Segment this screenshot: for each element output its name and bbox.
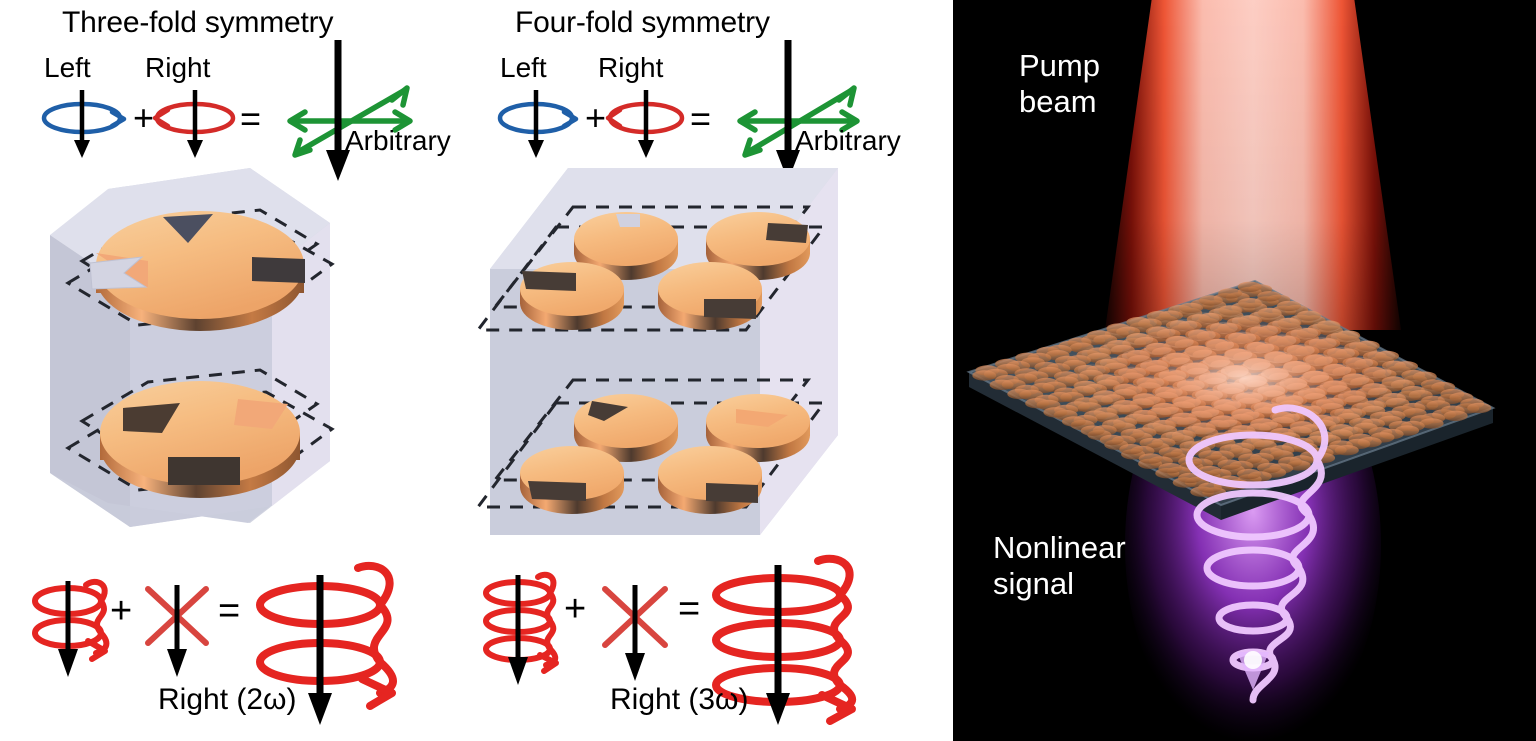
arbitrary-output-label: Arbitrary [345,125,451,156]
left-polarization-label: Left [44,52,91,83]
input-polarization-diagram: + = [41,40,413,181]
plus-operator-input: + [133,97,154,138]
propagation-arrow-large-helix-2 [766,565,790,725]
right-polarization-label-2: Right [598,52,664,83]
split-ring-disc-lower-front-right [658,446,762,514]
dashed-layer-frame-upper-2 [474,205,828,332]
three-fold-output-diagram: + = [32,561,397,725]
split-ring-disc-lower-back-right [706,394,810,462]
small-helix-3-turn [483,571,559,674]
propagation-arrow-small-helix-2 [508,575,528,685]
right-polarization-label: Right [145,52,211,83]
left-circular-icon [41,90,127,158]
signal-focus-spot [1244,651,1262,669]
equals-operator-output: = [218,590,240,632]
arbitrary-polarization-icon-2 [737,85,860,158]
trefoil-disc-upper [89,211,305,331]
split-ring-disc-lower-back-left [574,394,678,462]
plus-operator-input-2: + [585,97,606,138]
arbitrary-output-label-2: Arbitrary [795,125,901,156]
equals-operator-input-2: = [690,98,711,139]
panel-title-three-fold: Three-fold symmetry [62,6,334,39]
four-fold-metamaterial-unit-cell [474,168,838,535]
plus-operator-output: + [110,590,132,632]
split-ring-disc-upper-front-left [520,262,624,330]
panel-title-four-fold: Four-fold symmetry [515,6,770,39]
small-helix-2-turn [32,578,110,662]
right-circular-icon [152,90,236,158]
split-ring-disc-lower-front-left [520,446,624,514]
left-circular-icon-2 [497,90,579,158]
panel-experiment: Pump beam Nonlinear signal [953,0,1536,741]
arbitrary-polarization-icon [287,85,413,158]
pump-beam [1105,0,1401,330]
pump-beam-label: Pump beam [1019,48,1100,119]
pump-hotspot [1095,316,1395,440]
equals-operator-output-2: = [678,588,700,630]
propagation-arrow-input [326,40,350,181]
right-circular-icon-2 [605,90,685,158]
propagation-arrow-cross-2 [625,585,645,681]
trefoil-disc-lower [100,381,300,498]
panel-four-fold: Four-fold symmetry Left Right + = [460,0,953,741]
four-fold-output-diagram: + = [483,554,856,725]
left-polarization-label-2: Left [500,52,547,83]
propagation-arrow-input-2 [776,40,800,181]
equals-operator-input: = [240,98,261,139]
three-fold-metamaterial-unit-cell [50,168,335,527]
output-label-three-fold: Right (2ω) [158,683,297,716]
output-label-four-fold: Right (3ω) [610,683,749,716]
dashed-layer-frame-lower-2 [475,378,827,509]
input-polarization-diagram-2: + = [497,40,860,181]
plus-operator-output-2: + [564,588,586,630]
split-ring-disc-upper-front-right [658,262,762,330]
propagation-arrow-cross [167,585,187,677]
propagation-arrow-large-helix [308,575,332,725]
experiment-illustration [953,0,1536,741]
nonlinear-signal-label: Nonlinear signal [993,530,1126,601]
panel-three-fold: Three-fold symmetry Left Right + = [0,0,470,741]
propagation-arrow-small-helix [58,581,78,677]
